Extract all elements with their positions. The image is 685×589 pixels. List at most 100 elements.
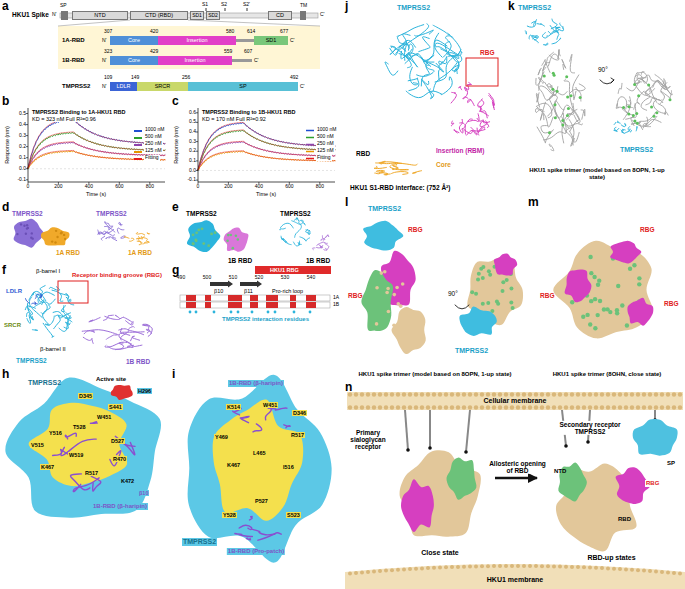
surface-patch [581, 314, 585, 318]
tick-label: 600 [115, 184, 123, 190]
tick-mark [196, 112, 198, 113]
surface-patch [588, 322, 592, 326]
lipid-head [552, 405, 556, 409]
legend-entry: Fitting [134, 155, 166, 162]
ribbon [235, 533, 252, 536]
lipid-head [516, 564, 520, 568]
callout: Active site [96, 376, 126, 383]
lipid-head [366, 570, 370, 574]
lipid-head [540, 564, 544, 568]
panel-letter: j [345, 0, 348, 13]
ribbon [451, 121, 454, 126]
lipid-head [504, 392, 508, 396]
surface-patch [598, 299, 602, 303]
legend-label: 125 nM [144, 148, 163, 154]
structure-label: TMPRSS2 [182, 538, 217, 546]
ribbon [380, 163, 397, 165]
lipid-head [474, 564, 478, 568]
lipid-head [618, 405, 622, 409]
cleavage-mark [225, 8, 226, 11]
tick-label: 0.1 [189, 158, 196, 164]
lipid-head [516, 392, 520, 396]
ribbon [459, 86, 462, 89]
ribbon [562, 59, 566, 69]
residue-number: 559 [224, 49, 232, 55]
conserved-block [250, 302, 258, 308]
lipid-head [570, 392, 574, 396]
binding-curve [28, 132, 165, 168]
surface-patch [616, 284, 620, 288]
ribbon [538, 68, 541, 75]
structure-label: TMPRSS2 [368, 205, 401, 213]
tick-label: 0.0 [19, 166, 26, 172]
lipid-head [480, 405, 484, 409]
residue-label: K467 [226, 462, 241, 468]
surface-patch [589, 271, 593, 275]
ribbon [52, 290, 63, 301]
ribbon [540, 102, 545, 120]
lipid-head [402, 392, 406, 396]
binding-curve [198, 123, 335, 171]
panel-letter: d [2, 201, 9, 214]
lipid-head [438, 566, 442, 570]
fit-curve [28, 142, 165, 168]
lipid-head [366, 392, 370, 396]
node-text: LDLR [116, 84, 130, 90]
node-text: Insertion [186, 38, 207, 44]
lipid-head [636, 568, 640, 572]
surface-patch [375, 286, 379, 290]
ribbon [258, 533, 281, 540]
lipid-head [552, 564, 556, 568]
lipid-head [546, 405, 550, 409]
lipid-head [378, 569, 382, 573]
ribbon [82, 330, 117, 335]
lipid-head [432, 405, 436, 409]
lipid-head [630, 405, 634, 409]
domain-box: SD1 [190, 11, 204, 20]
receptor-stalk [429, 410, 431, 448]
lipid-head [606, 566, 610, 570]
tick-label: 0.6 [189, 110, 196, 116]
lipid-head [672, 571, 676, 575]
lipid-head [468, 392, 472, 396]
ribbon [617, 97, 626, 109]
residue-number: 520 [255, 275, 263, 281]
tick-label: -0.1 [17, 177, 26, 183]
surface-patch [552, 72, 555, 75]
ribbon [43, 304, 51, 323]
legend-sample [306, 158, 314, 160]
surface-patch [637, 94, 640, 97]
surface-patch [26, 227, 28, 229]
surface-patch [588, 255, 592, 259]
glycan-dot [564, 444, 568, 448]
interaction-dot [195, 311, 198, 314]
ribbon [253, 424, 262, 432]
protein-name: HKU1 Spike [12, 11, 49, 18]
residue-number: 490 [177, 275, 185, 281]
ribbon [433, 63, 457, 91]
lipid-head [552, 392, 556, 396]
tick-label: 400 [255, 184, 263, 190]
ribbon [325, 244, 329, 251]
ribbon [532, 36, 538, 43]
node-text: Insertion [184, 58, 205, 64]
surface-patch [56, 236, 58, 238]
legend-swatch [134, 130, 142, 132]
ribbon [390, 44, 409, 56]
surface-patch [625, 323, 629, 327]
ribbon [239, 525, 252, 529]
surface-patch [509, 300, 513, 304]
structure-label: RBD [356, 150, 370, 157]
sequence-name: 1A [333, 295, 339, 301]
interaction-dot [293, 311, 296, 314]
lipid-head [474, 392, 478, 396]
surface-patch [481, 276, 485, 280]
surface-patch [392, 323, 396, 327]
lipid-head [468, 565, 472, 569]
terminus-label: N' [52, 12, 57, 18]
tick-mark [26, 179, 28, 180]
lipid-head [546, 392, 550, 396]
legend-label: 125 nM [316, 148, 335, 154]
residue-label: D527 [110, 438, 125, 444]
ribbon [550, 86, 567, 95]
